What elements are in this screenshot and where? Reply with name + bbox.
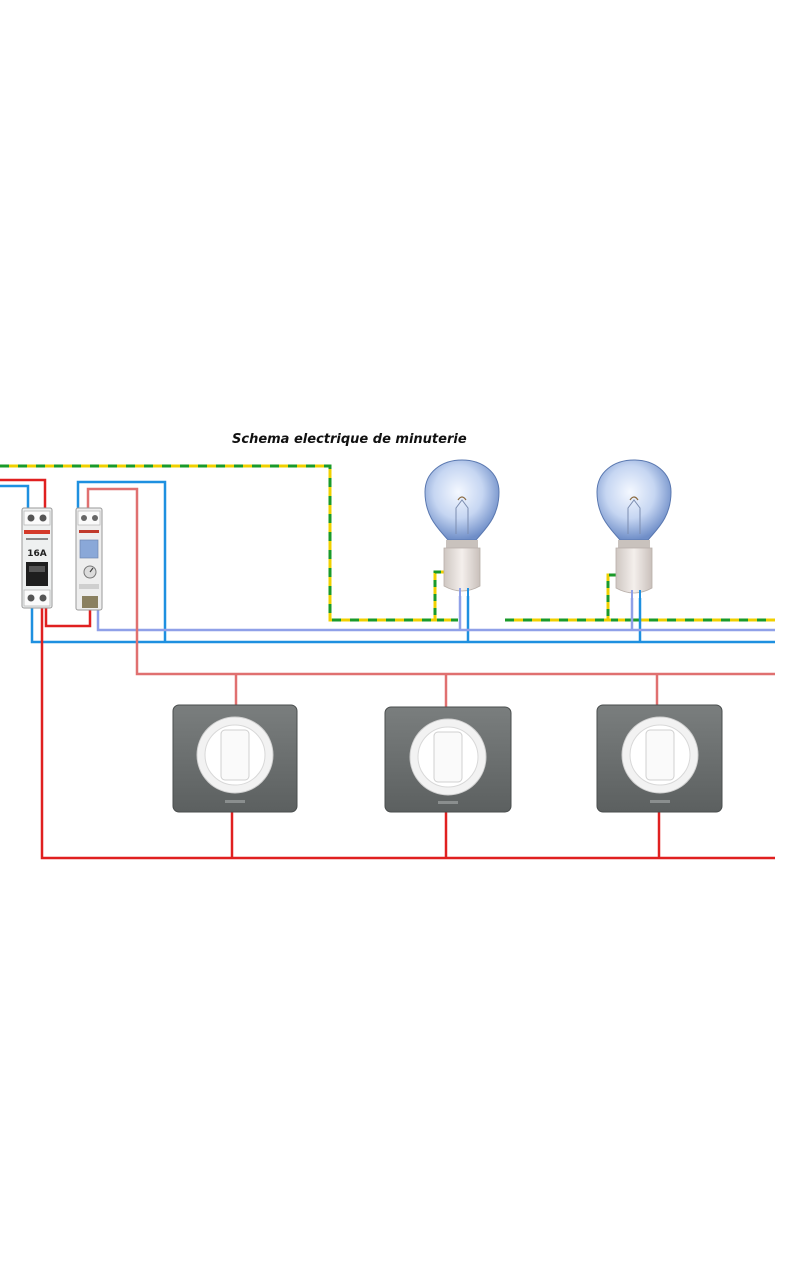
pushbutton-control-wire xyxy=(86,487,775,707)
diagram-title: Schema electrique de minuterie xyxy=(232,432,467,447)
breaker-rating: 16A xyxy=(27,549,47,559)
push-button-switch-icon xyxy=(596,704,723,813)
light-bulb-icon xyxy=(596,459,672,602)
lamp-return-wire xyxy=(96,596,775,632)
push-button-switch-icon xyxy=(172,704,298,813)
push-button-switch-icon xyxy=(384,706,512,813)
phase-wire xyxy=(0,478,775,860)
circuit-breaker-icon: 16A xyxy=(21,507,53,609)
timer-relay-icon xyxy=(75,507,103,611)
earth-wire xyxy=(0,464,775,622)
light-bulb-icon xyxy=(424,459,500,600)
neutral-wire xyxy=(0,480,775,644)
